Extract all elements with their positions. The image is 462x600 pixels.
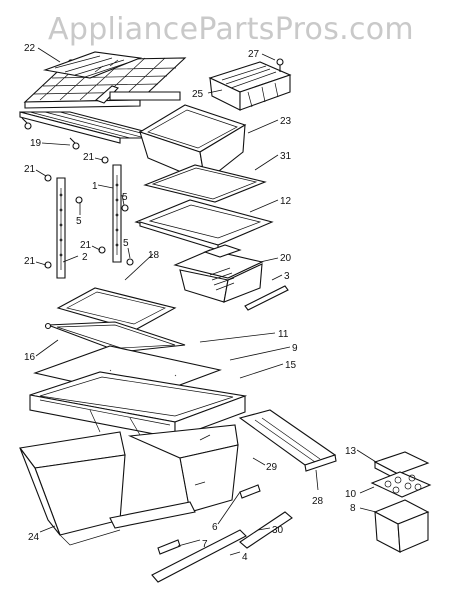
callout-21-c: 21 <box>80 240 92 251</box>
part-upper-bin-cover <box>208 58 292 111</box>
callout-21-b: 21 <box>24 164 36 175</box>
part-egg-set <box>370 451 432 553</box>
part-wire-shelf <box>19 51 187 150</box>
callout-15: 15 <box>285 360 297 371</box>
leader-lines <box>35 47 377 556</box>
part-bars <box>151 484 293 583</box>
callout-4: 4 <box>242 552 248 563</box>
callout-18: 18 <box>148 250 160 261</box>
part-crisper-cover <box>29 345 248 439</box>
part-crisper-drawers <box>19 424 239 546</box>
callout-13: 13 <box>345 446 357 457</box>
callout-12: 12 <box>280 196 292 207</box>
callout-21-d: 21 <box>24 256 36 267</box>
callout-2: 2 <box>82 252 88 263</box>
callout-9: 9 <box>292 343 298 354</box>
callout-5-b: 5 <box>76 216 82 227</box>
callout-1: 1 <box>92 181 98 192</box>
callout-5-a: 5 <box>122 192 128 203</box>
callout-5-c: 5 <box>123 238 129 249</box>
callout-8: 8 <box>350 503 356 514</box>
callout-24: 24 <box>28 532 40 543</box>
part-meat-drawer <box>173 244 264 303</box>
watermark: AppliancePartsPros.com <box>48 12 414 47</box>
callout-23: 23 <box>280 116 292 127</box>
callout-22: 22 <box>24 43 36 54</box>
callout-6: 6 <box>212 522 218 533</box>
callout-3: 3 <box>284 271 290 282</box>
part-glass-shelf-18 <box>44 287 186 353</box>
callout-labels: 22 27 25 23 19 21 21 1 5 31 5 12 21 5 18… <box>24 43 357 563</box>
callout-30: 30 <box>272 525 284 536</box>
callout-27: 27 <box>248 49 260 60</box>
part-bar-3 <box>244 285 289 311</box>
callout-28: 28 <box>312 496 324 507</box>
callout-10: 10 <box>345 489 357 500</box>
callout-25: 25 <box>192 89 204 100</box>
part-glass-31 <box>143 164 267 203</box>
callout-11: 11 <box>278 329 289 340</box>
part-frame-12 <box>134 199 274 251</box>
callout-16: 16 <box>24 352 36 363</box>
callout-21-a: 21 <box>83 152 95 163</box>
callout-29: 29 <box>266 462 278 473</box>
callout-19: 19 <box>30 138 42 149</box>
callout-31: 31 <box>280 151 292 162</box>
part-side-rails <box>44 156 134 279</box>
part-tray-28 <box>238 409 337 472</box>
callout-20: 20 <box>280 253 292 264</box>
callout-7: 7 <box>202 539 208 550</box>
